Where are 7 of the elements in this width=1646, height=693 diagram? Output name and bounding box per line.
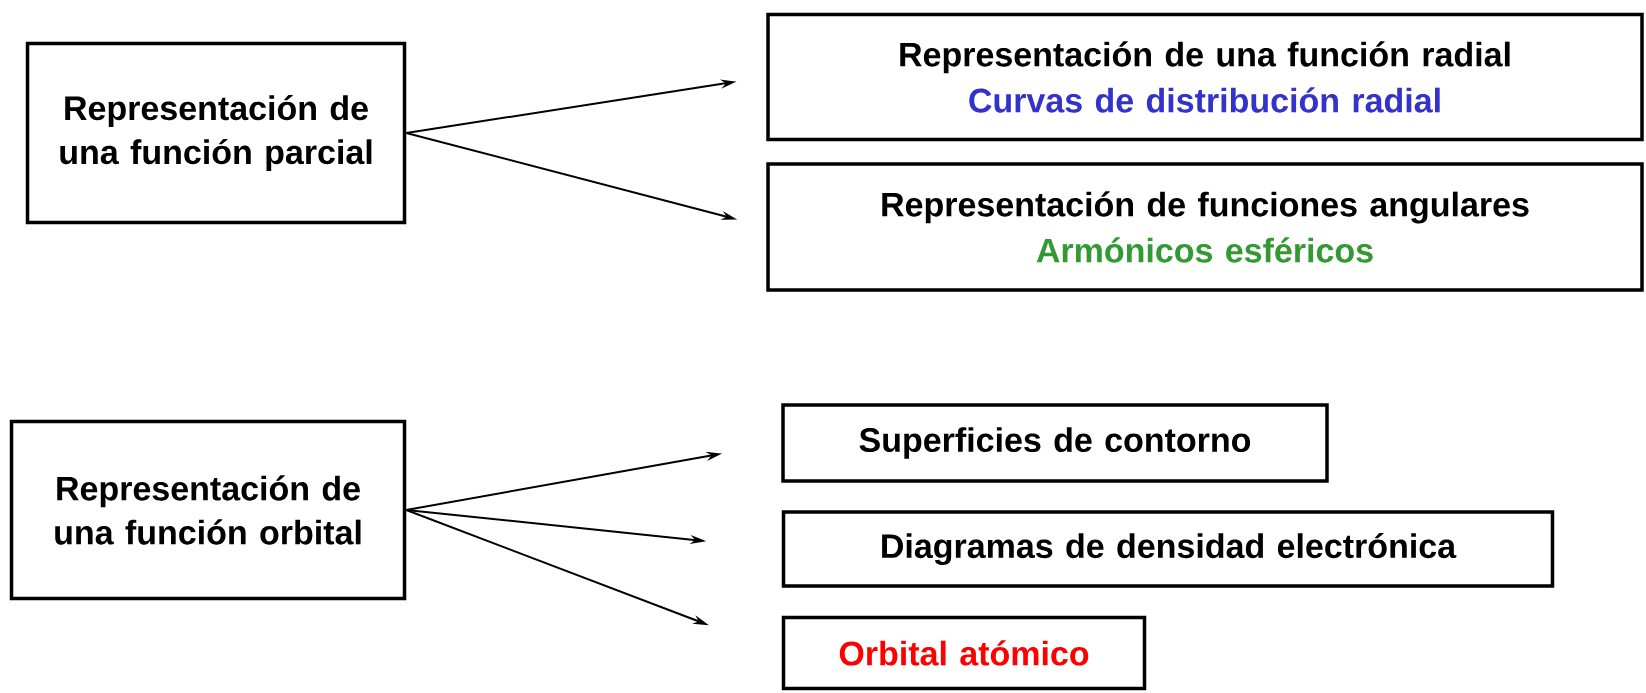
- text-box: Diagramas de densidad electrónica: [781, 510, 1555, 588]
- text-box: Orbital atómico: [781, 615, 1147, 691]
- text-box: Superficies de contorno: [781, 403, 1329, 483]
- text-box: Representación de funciones angulares Armónicos esféricos: [766, 162, 1644, 292]
- text-box: Representación de una función radial Curvas de distribución radial: [766, 12, 1644, 142]
- text-box: Representación de una función parcial: [25, 41, 407, 225]
- text-box: Representación de una función orbital: [9, 419, 407, 601]
